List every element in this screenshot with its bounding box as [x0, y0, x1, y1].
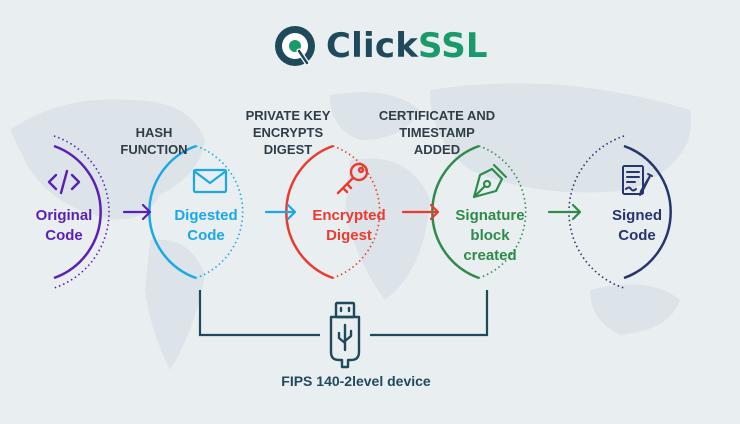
step-arc-original: [53, 144, 102, 280]
step-dotted-arc-digested: [195, 145, 244, 279]
step-label-line: Signed: [611, 207, 662, 224]
step-label-line: Code: [618, 227, 656, 244]
clickssl-logo-icon: [275, 26, 315, 66]
step-label-line: Code: [45, 227, 83, 244]
arrow-3: [401, 203, 440, 221]
brand-name-ssl: SSL: [418, 26, 488, 66]
process-label-certificate: CERTIFICATE AND TIMESTAMP ADDED: [366, 107, 508, 158]
process-label-line: HASH: [135, 125, 173, 140]
arrow-4: [547, 203, 582, 221]
usb-drive-icon: [329, 301, 361, 369]
step-encrypted-digest: Encrypted Digest: [293, 206, 405, 246]
process-label-line: PRIVATE KEY: [245, 108, 331, 123]
step-digested-code: Digested Code: [156, 206, 256, 246]
step-original-code: Original Code: [14, 206, 114, 246]
clickssl-logo: ClickSSL: [270, 18, 488, 74]
step-label-line: Signature: [455, 207, 525, 224]
code-icon: [47, 169, 81, 195]
step-arc-signed: [623, 144, 672, 280]
process-label-line: DIGEST: [263, 142, 313, 157]
process-label-line: FUNCTION: [120, 142, 188, 157]
step-label-line: Digest: [326, 227, 372, 244]
device-label: FIPS 140-2level device: [281, 373, 431, 389]
step-label-line: Digested: [174, 207, 238, 224]
key-icon: [336, 162, 369, 195]
signed-document-icon: [622, 165, 653, 196]
process-label-line: ENCRYPTS: [252, 125, 324, 140]
process-label-line: ADDED: [413, 142, 461, 157]
pen-nib-icon: [472, 163, 508, 199]
step-signature-block-created: Signature block created: [438, 206, 542, 266]
step-label-line: Encrypted: [312, 207, 386, 224]
step-signed-code: Signed Code: [587, 206, 687, 246]
step-label-line: created: [463, 247, 517, 264]
device-connector-line: [198, 290, 489, 337]
process-label-line: TIMESTAMP: [399, 125, 475, 140]
arrow-1: [122, 203, 152, 221]
step-dotted-arc-original: [53, 135, 110, 289]
arrow-2: [264, 203, 297, 221]
process-label-line: CERTIFICATE AND: [378, 108, 496, 123]
step-dotted-arc-encrypted: [332, 145, 381, 279]
envelope-icon: [192, 168, 228, 194]
step-label-line: Original: [35, 207, 93, 224]
process-label-hash: HASH FUNCTION: [104, 124, 204, 158]
brand-name: ClickSSL: [326, 26, 488, 66]
process-label-encrypt: PRIVATE KEY ENCRYPTS DIGEST: [232, 107, 344, 158]
step-dotted-arc-signature: [478, 145, 527, 279]
brand-name-click: Click: [326, 26, 419, 66]
step-label-line: Code: [187, 227, 225, 244]
step-label-line: block: [470, 227, 510, 244]
